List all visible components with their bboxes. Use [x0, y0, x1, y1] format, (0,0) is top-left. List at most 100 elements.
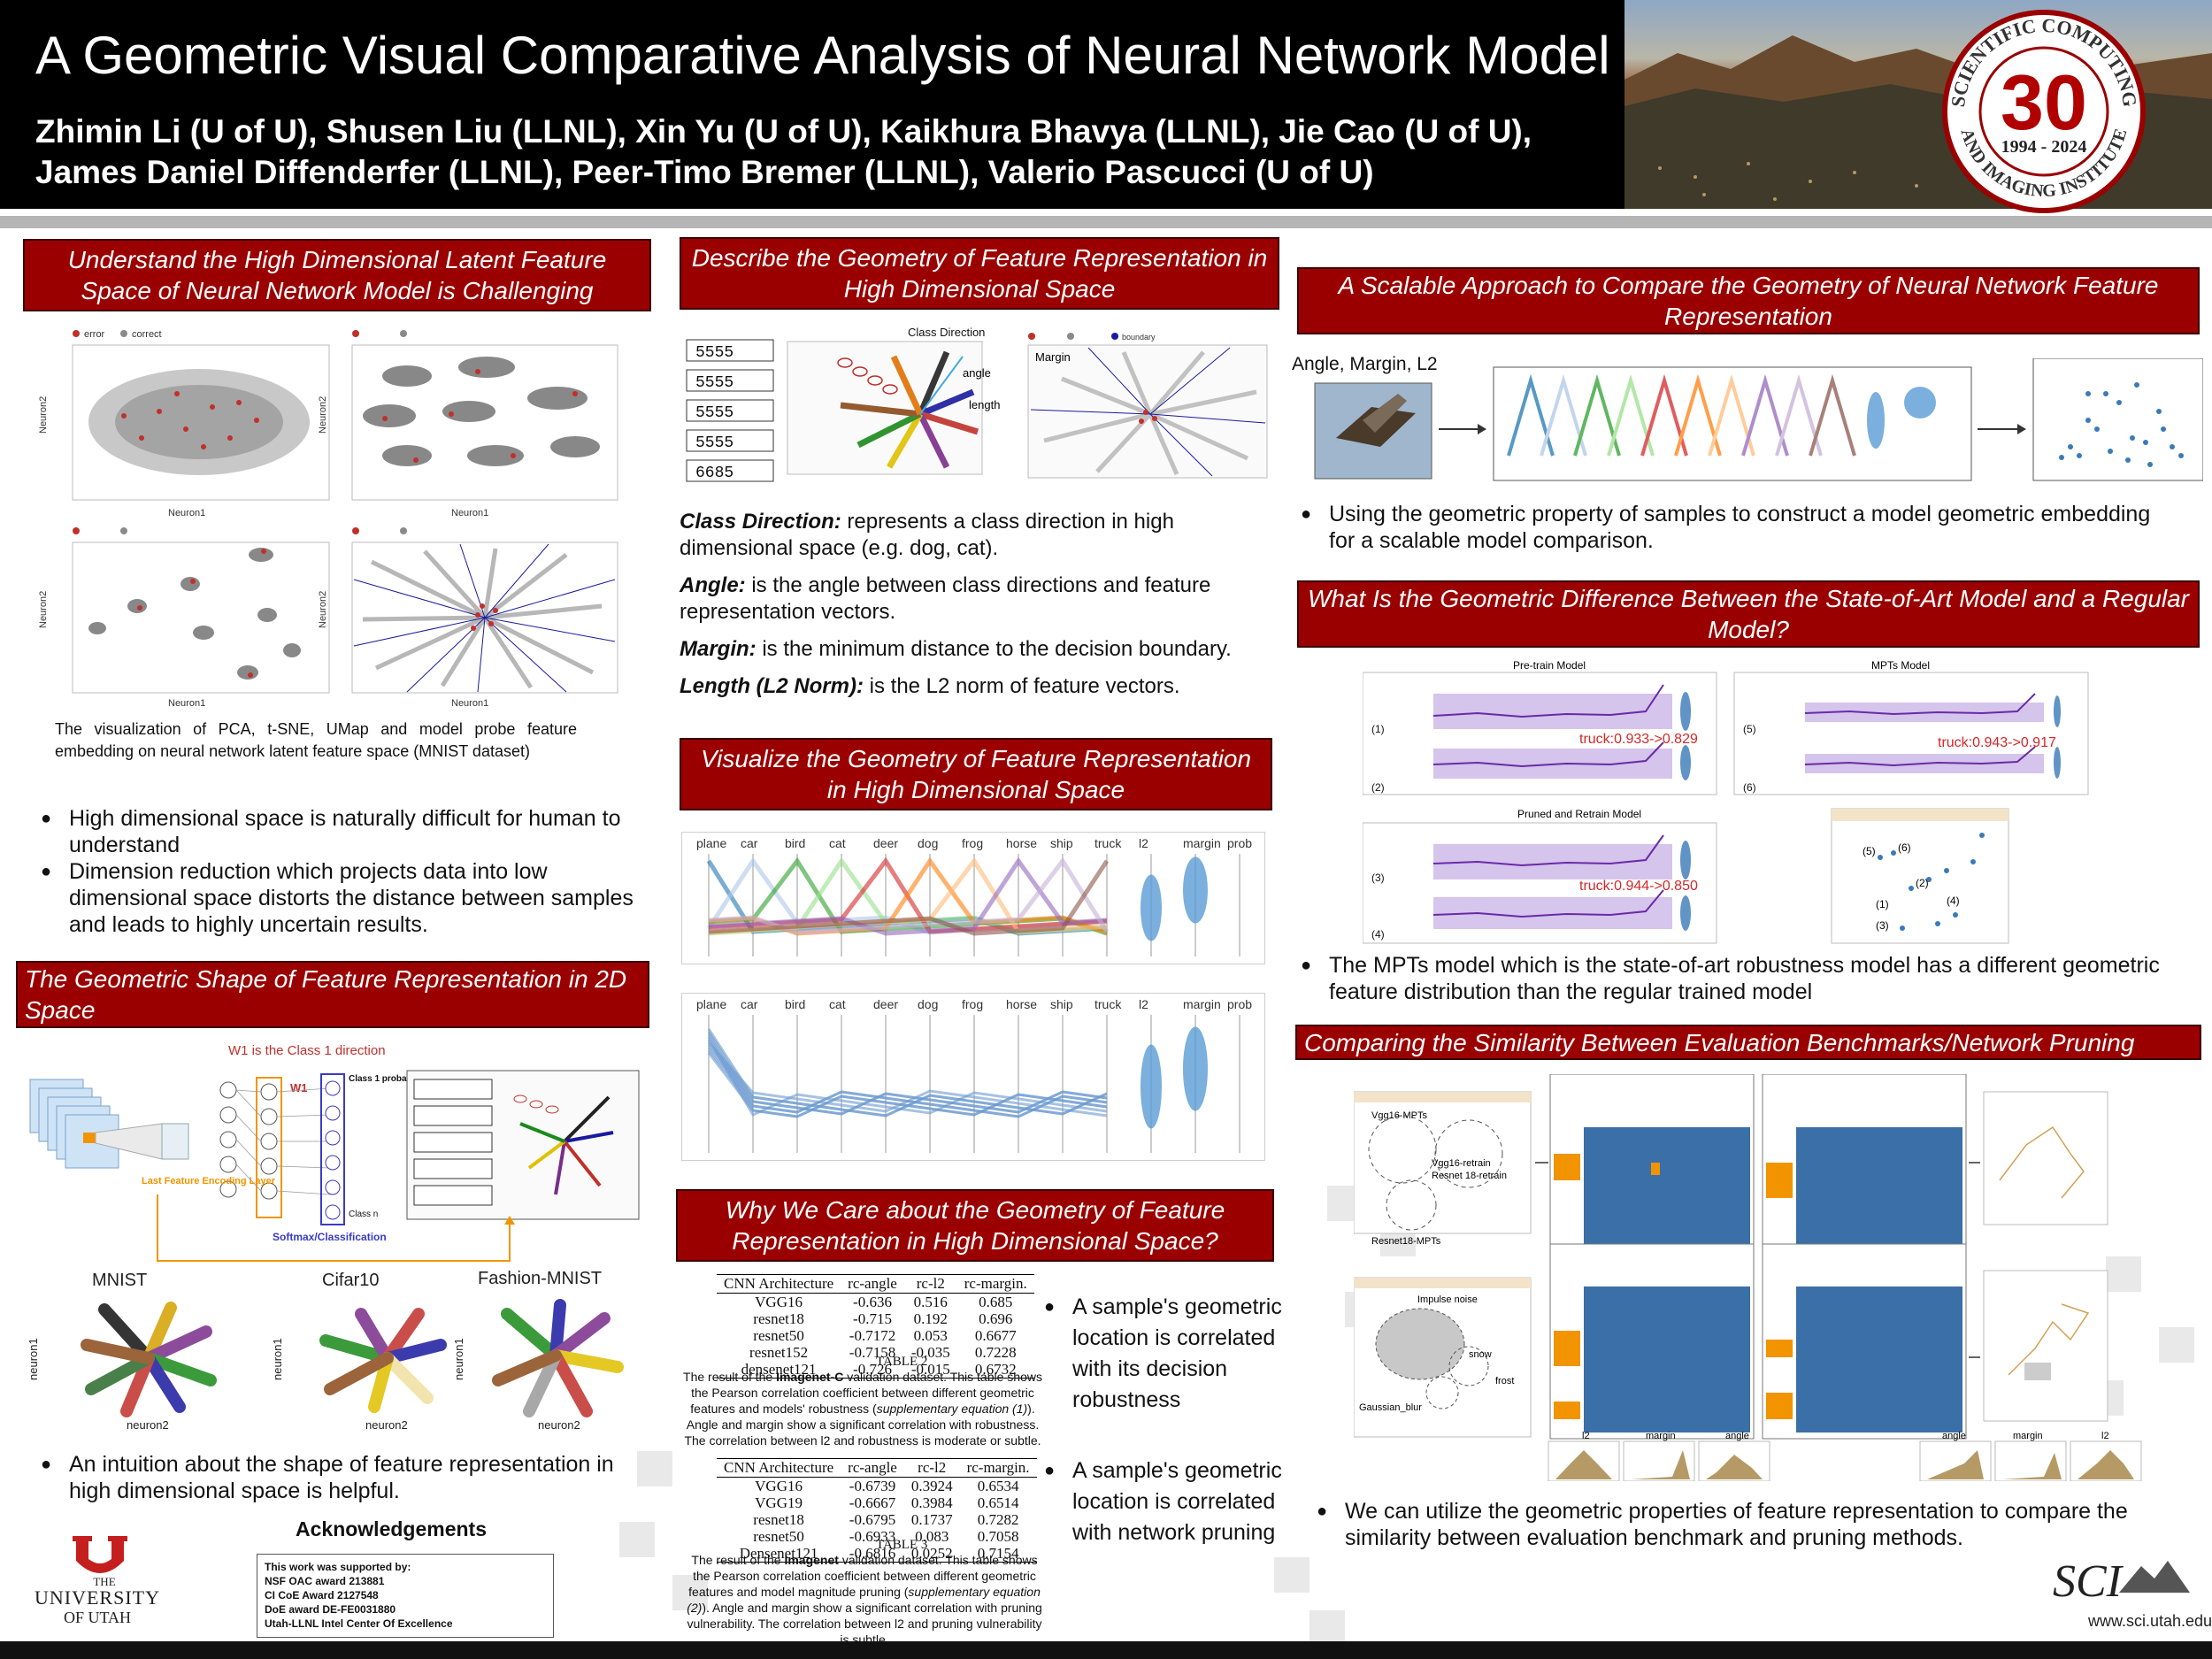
hist-label-l2: l2: [1582, 1431, 1590, 1441]
ack-line: This work was supported by:: [265, 1561, 411, 1573]
bullet-intuition: An intuition about the shape of feature …: [37, 1451, 639, 1504]
logo-years: 1994 - 2024: [2001, 137, 2087, 157]
table2-header: rc-margin.: [956, 1274, 1034, 1294]
table3-cell: 0.7058: [977, 1528, 1019, 1545]
table3-cell: Densenet121: [717, 1545, 841, 1563]
table2-cell: -0.035: [910, 1344, 950, 1361]
caption-text: ). Angle and margin show a significant c…: [684, 1402, 1041, 1448]
acknowledgements-title: Acknowledgements: [296, 1517, 487, 1540]
table2-cell: 0.7228: [974, 1344, 1017, 1361]
hist-label-l2-2: l2: [2101, 1431, 2109, 1441]
table2-cell: -0.636: [853, 1294, 892, 1310]
pcp-axis-label: horse: [1006, 836, 1038, 850]
label-resnet18-retrain: Resnet 18-retrain: [1432, 1171, 1507, 1181]
truck-change-2: truck:0.943->0.917: [1938, 735, 2056, 750]
svg-text:5555: 5555: [695, 434, 733, 452]
svg-text:5555: 5555: [695, 344, 733, 362]
table-3: CNN Architecture rc-angle rc-l2 rc-margi…: [717, 1458, 1037, 1563]
table3-cell: 0.6514: [977, 1494, 1019, 1511]
table2-cell: resnet18: [753, 1310, 804, 1327]
table2-cell: resnet50: [753, 1327, 804, 1344]
probe-y-axis-label: Neuron2: [318, 591, 328, 628]
def-text-class-direction: represents a class direction in high dim…: [680, 510, 1174, 560]
dataset-star-plots: neuron2 neuron2 neuron2 neuron1 neuron1 …: [27, 1299, 624, 1432]
table2-cell: -0.7158: [849, 1344, 896, 1361]
pcp-axis-label: l2: [1139, 997, 1148, 1011]
table3-cell: 0.6534: [977, 1478, 1019, 1494]
w1-direction-label: W1 is the Class 1 direction: [228, 1043, 386, 1058]
hist-label-margin-2: margin: [2013, 1431, 2043, 1441]
pcp-axis-label: dog: [918, 997, 939, 1011]
w1-label: W1: [290, 1081, 308, 1094]
hist-label-angle-2: angle: [1942, 1431, 1966, 1441]
caption-text: Imagenet: [784, 1553, 839, 1567]
table2-header: rc-l2: [903, 1274, 957, 1294]
scalable-pipeline-figure: [1314, 358, 2203, 481]
truck-change-3: truck:0.944->0.850: [1579, 879, 1698, 894]
bullet-dim-reduction: Dimension reduction which projects data …: [37, 858, 657, 938]
section-title-visualize-geometry: Visualize the Geometry of Feature Repres…: [680, 738, 1272, 810]
dataset-title-mnist: MNIST: [92, 1271, 148, 1290]
table3-cell: 0.1737: [910, 1511, 953, 1528]
pruned-title: Pruned and Retrain Model: [1517, 808, 1641, 820]
table3-cell: -0.6739: [849, 1478, 896, 1494]
pcp-axis-label: margin: [1183, 997, 1221, 1011]
fashion-y-axis: neuron1: [452, 1338, 465, 1380]
pcp-axis-label: truck: [1094, 997, 1122, 1011]
section-title-similarity: Comparing the Similarity Between Evaluat…: [1295, 1025, 2201, 1060]
mark-2: (2): [1371, 781, 1385, 794]
heatmap-grid-bottom-left: [1549, 1243, 1755, 1440]
def-term-length: Length (L2 Norm):: [680, 674, 864, 698]
angle-label: angle: [963, 366, 991, 380]
hist-label-angle: angle: [1725, 1431, 1749, 1441]
scatter-mark-2: (2): [1916, 877, 1929, 889]
pcp-axis-label: cat: [829, 836, 846, 850]
table-2: CNN Architecture rc-angle rc-l2 rc-margi…: [717, 1274, 1034, 1379]
margin-violin: [1183, 856, 1208, 924]
table3-caption: The result of the Imagenet validation da…: [681, 1552, 1048, 1647]
label-vgg16-retrain: Vgg16-retrain: [1432, 1158, 1491, 1169]
table2-cell: -0.715: [853, 1310, 892, 1327]
pcp-axis-label: ship: [1050, 997, 1073, 1011]
ack-line: Utah-LLNL Intel Center Of Excellence: [265, 1617, 453, 1630]
table3-header: CNN Architecture: [717, 1458, 841, 1478]
poster-title: A Geometric Visual Comparative Analysis …: [35, 26, 1610, 85]
table3-cell: 0.3984: [910, 1494, 953, 1511]
ack-line: DoE award DE-FE0031880: [265, 1603, 396, 1616]
table2-label: TABLE 2: [876, 1355, 928, 1369]
class1-probability-label: Class 1 probability: [349, 1074, 427, 1084]
pcp-axis-label: prob: [1227, 997, 1253, 1011]
pcp-axis-label: dog: [918, 836, 939, 850]
uofu-the: THE: [93, 1575, 116, 1588]
table2-cell: -0.7172: [849, 1327, 896, 1344]
uofu-of-utah: OF UTAH: [63, 1609, 132, 1626]
margin-label: Margin: [1035, 350, 1071, 364]
pcp-axis-label: frog: [962, 836, 984, 850]
heatmap-grid-bottom-right: [1762, 1243, 1967, 1440]
mnist-y-axis: neuron1: [27, 1338, 40, 1380]
pcp-series-line: [707, 1052, 1108, 1118]
label-gaussian-blur: Gaussian_blur: [1359, 1402, 1422, 1413]
def-text-length: is the L2 norm of feature vectors.: [863, 674, 1180, 698]
table3-cell: resnet18: [753, 1511, 804, 1528]
table2-caption: The result of the Imagenet-C validation …: [680, 1369, 1046, 1448]
caption-text: The result of the: [691, 1553, 785, 1567]
tsne-x-axis-label: Neuron1: [451, 508, 488, 518]
softmax-label: Softmax/Classification: [273, 1231, 387, 1243]
section-title-challenge: Understand the High Dimensional Latent F…: [23, 239, 651, 311]
scatter-mark-1: (1): [1876, 898, 1889, 910]
table2-cell: 0.192: [913, 1310, 948, 1327]
legend-correct-label: correct: [132, 329, 162, 340]
table3-cell: resnet50: [753, 1528, 804, 1545]
table3-cell: -0.6795: [849, 1511, 896, 1528]
section-title-describe-geometry: Describe the Geometry of Feature Represe…: [680, 237, 1279, 310]
network-diagram: W1 is the Class 1 direction W1 Class 1 p…: [29, 1043, 640, 1262]
pcp-series-line: [707, 1049, 1108, 1118]
pcp-series-line: [708, 859, 1110, 936]
sci-30-anniversary-logo: SCIENTIFIC COMPUTING AND IMAGING INSTITU…: [1942, 10, 2146, 213]
